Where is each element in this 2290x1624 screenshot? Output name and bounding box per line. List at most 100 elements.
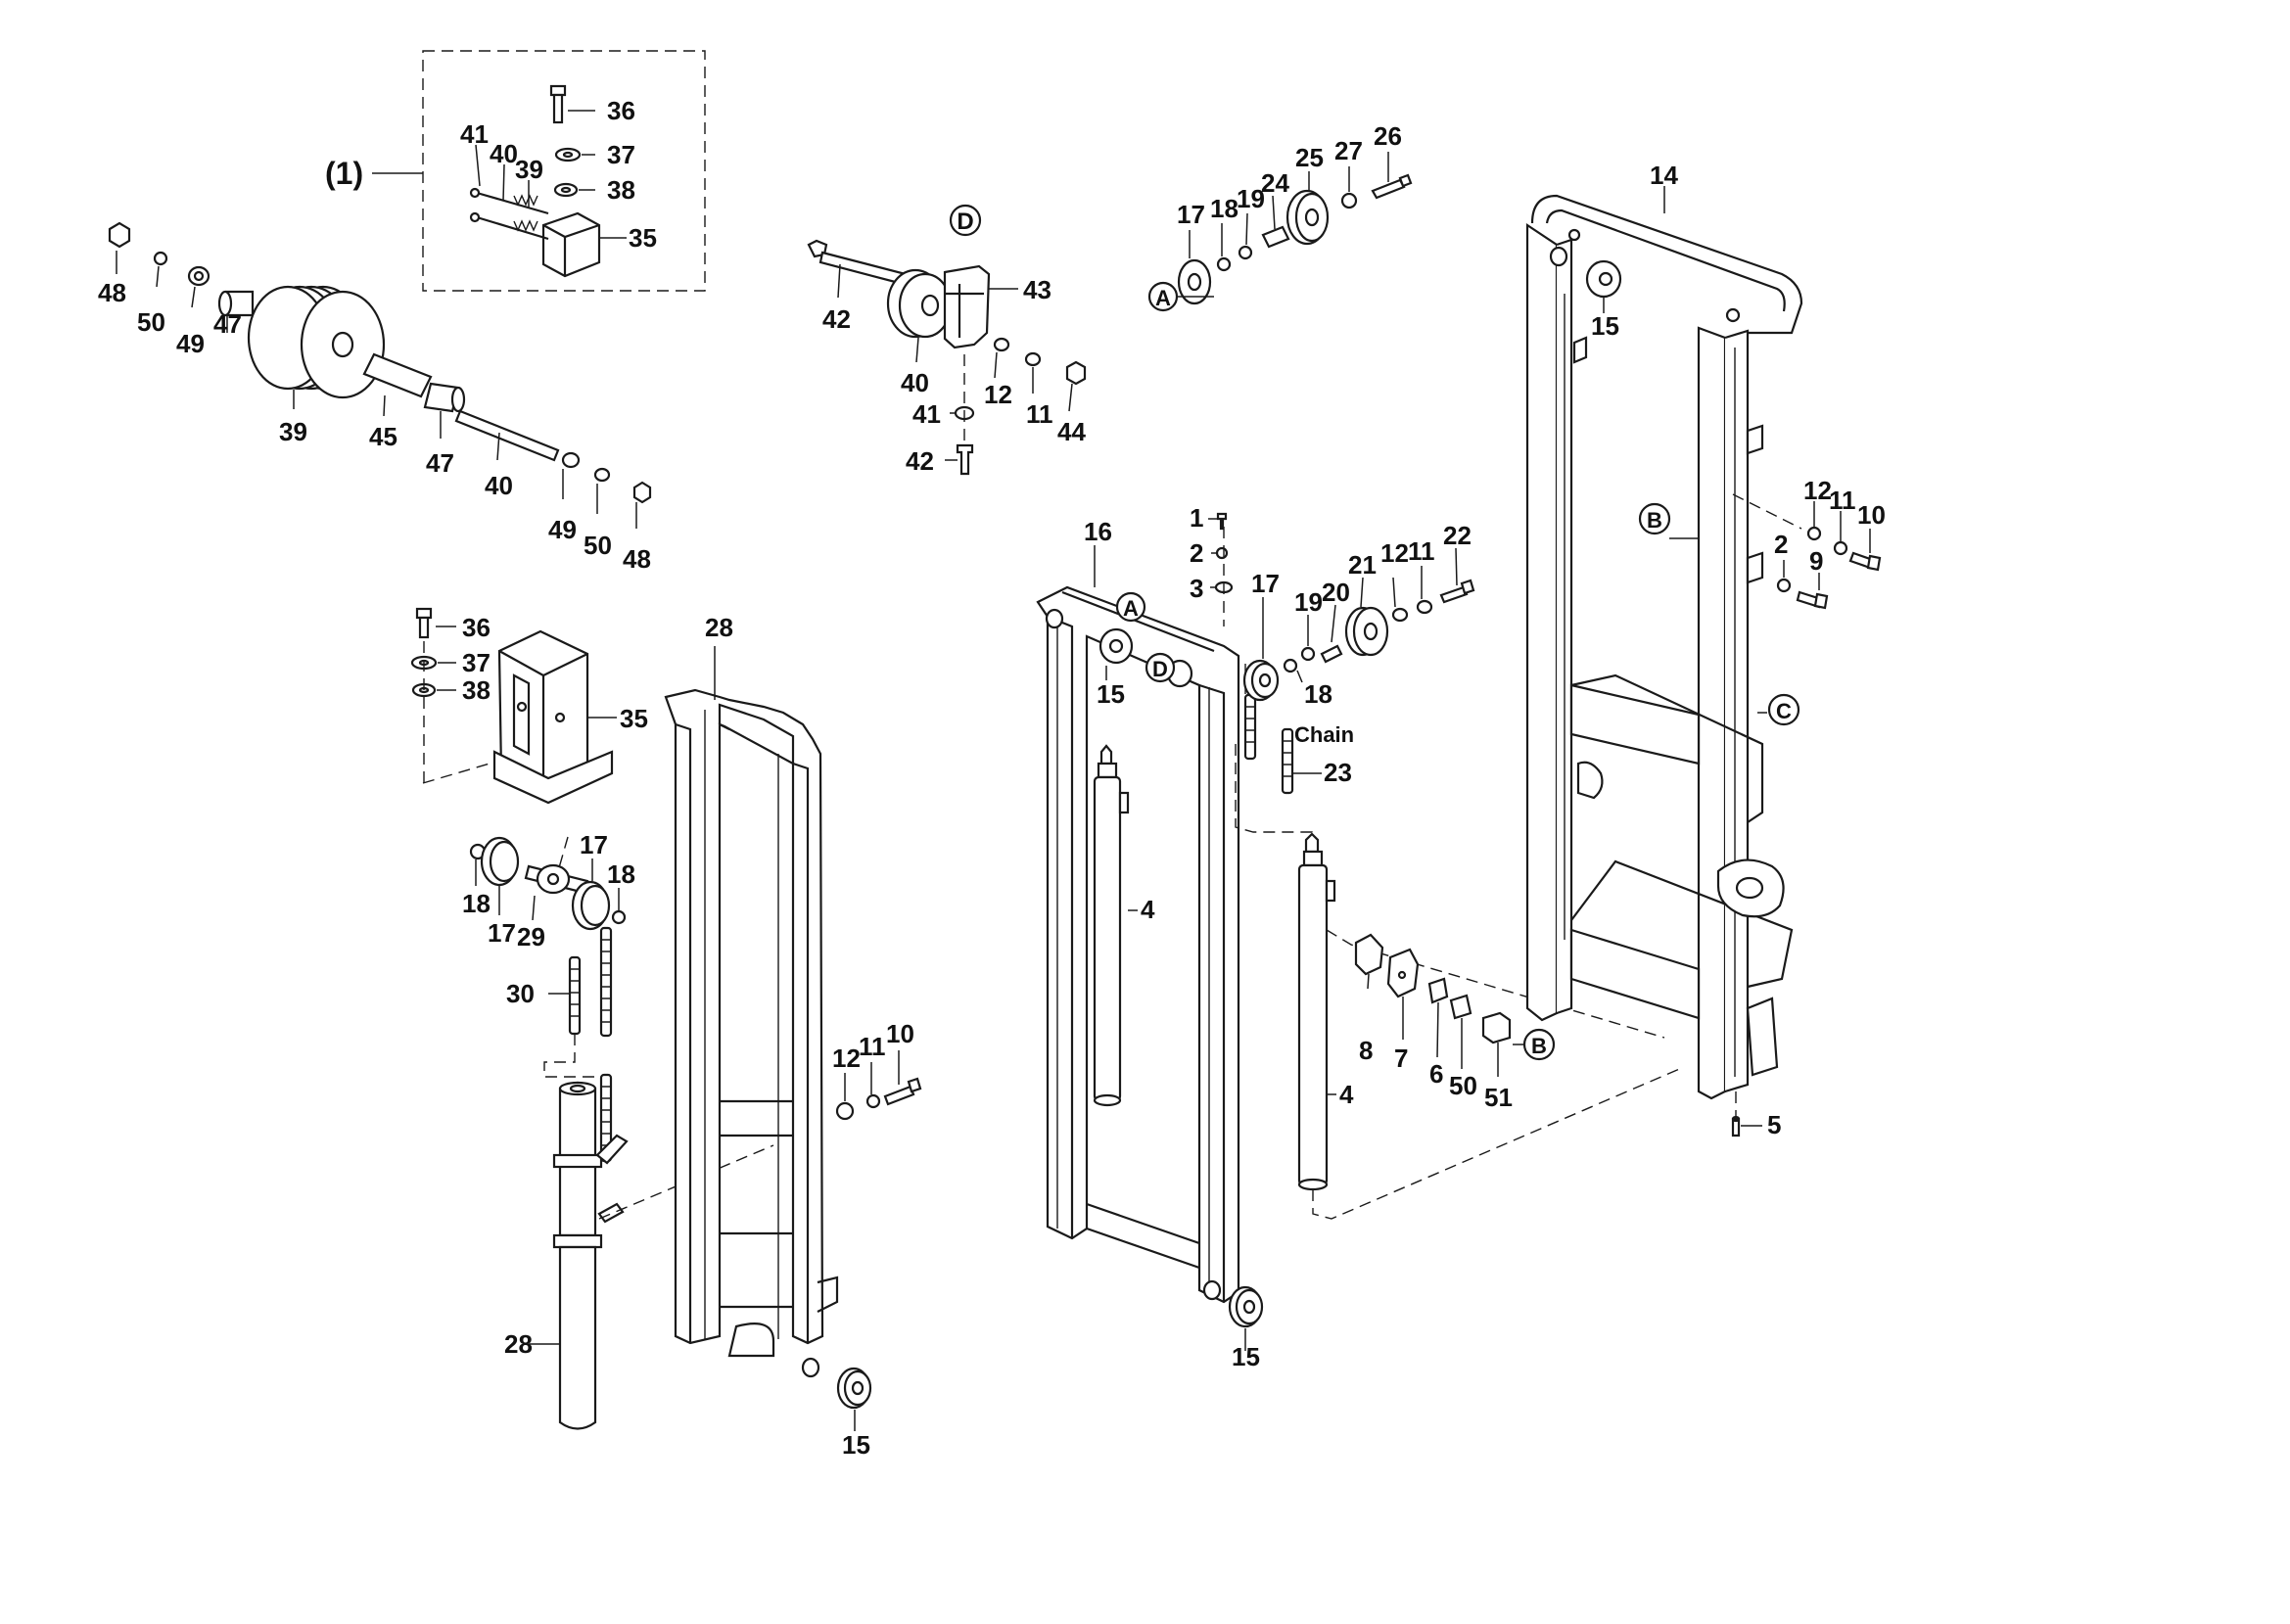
part-33-label: 36 <box>607 96 635 125</box>
part-37-label: 40 <box>490 139 518 168</box>
part-41-label: 42 <box>906 446 934 476</box>
part-36-label: 39 <box>515 155 543 184</box>
part-17-label: 17 <box>1177 200 1205 229</box>
part-10-label: 10 <box>886 1019 914 1048</box>
part-27-label: 27 <box>1334 136 1363 165</box>
part-3-label: 3 <box>1190 574 1203 603</box>
part-17-label-4: 17 <box>1251 569 1280 598</box>
callout-d-label-2: D <box>1152 657 1168 681</box>
part-48-label-2: 49 <box>548 515 577 544</box>
part-14-label: 14 <box>1650 161 1678 190</box>
part-19-label: 19 <box>1237 184 1265 213</box>
mast-hardware-small <box>1354 933 1524 1077</box>
labels: (1) A D A D B C B Chain 36 37 38 35 41 4… <box>98 96 1886 1460</box>
part-42-label: 42 <box>822 304 851 334</box>
part-12-label: 12 <box>984 380 1012 409</box>
kit-group-box <box>372 50 706 292</box>
part-26-label: 26 <box>1374 121 1402 151</box>
part-12-label-2: 12 <box>832 1044 861 1073</box>
part-1-label: 1 <box>1190 503 1203 533</box>
callout-a-label: A <box>1155 286 1171 310</box>
callout-d-label: D <box>957 209 973 235</box>
part-37-shaft-label: 40 <box>485 471 513 500</box>
part-17-label-3: 17 <box>580 830 608 859</box>
part-8-label: 8 <box>1359 1036 1373 1065</box>
callout-circles <box>949 204 1800 1061</box>
part-4-label: 4 <box>1141 895 1155 924</box>
part-11-label: 11 <box>1026 399 1053 429</box>
sheave-row-detail-a <box>1177 152 1413 305</box>
sheave-assembly <box>108 221 652 529</box>
callout-b-label-2: B <box>1531 1034 1547 1058</box>
part-17-label-2: 17 <box>488 918 516 948</box>
part-36-sheave-label: 39 <box>279 417 307 446</box>
part-31-label: 30 <box>506 979 535 1008</box>
part-34-label-2: 37 <box>462 648 491 677</box>
part-15-label-4: 15 <box>1591 311 1619 341</box>
part-18-label: 18 <box>1210 194 1238 223</box>
part-40-label: 41 <box>912 399 941 429</box>
part-10-label-2: 10 <box>1857 500 1886 530</box>
part-2-label: 2 <box>1190 538 1203 568</box>
part-11-label-4: 11 <box>1829 486 1856 515</box>
part-32-label-2: 35 <box>620 704 648 733</box>
part-18-label-4: 18 <box>1304 679 1332 709</box>
part-38-label: 41 <box>460 119 489 149</box>
sheave-bracket-detail-d <box>807 239 1087 476</box>
part-50-label: 50 <box>1449 1071 1477 1100</box>
part-48-label: 49 <box>176 329 205 358</box>
part-7-label: 7 <box>1394 1044 1408 1073</box>
part-12-label-4: 12 <box>1803 476 1832 505</box>
part-34-label: 37 <box>607 140 635 169</box>
part-47-label: 47 <box>213 309 242 339</box>
part-15-label-2: 15 <box>1097 679 1125 709</box>
callout-b-label: B <box>1647 508 1662 533</box>
callout-c-label: C <box>1776 699 1792 723</box>
part-18-label-3: 18 <box>607 859 635 889</box>
part-49-label: 50 <box>137 307 165 337</box>
part-6-label: 6 <box>1429 1059 1443 1089</box>
part-23-label: 23 <box>1324 758 1352 787</box>
part-28-label: 28 <box>705 613 733 642</box>
part-33-label-2: 36 <box>462 613 491 642</box>
part-20-label: 20 <box>1322 578 1350 607</box>
callout-a-label-2: A <box>1123 596 1139 621</box>
part-11-label-3: 11 <box>1408 536 1435 566</box>
part-39-label: 40 <box>901 368 929 397</box>
part-4-label-2: 4 <box>1339 1080 1354 1109</box>
part-46-label: 48 <box>98 278 126 307</box>
part-45-label: 45 <box>369 422 397 451</box>
part-32-label: 35 <box>629 223 657 253</box>
part-24-label: 24 <box>1261 168 1289 198</box>
part-15-label: 15 <box>842 1430 870 1460</box>
part-11-label-2: 11 <box>859 1032 886 1061</box>
part-49-label-2: 50 <box>584 531 612 560</box>
inner-mast <box>664 646 922 1431</box>
part-19-label-2: 19 <box>1294 587 1323 617</box>
part-25-label: 25 <box>1295 143 1324 172</box>
part-16-label: 16 <box>1084 517 1112 546</box>
part-44-label: 44 <box>1057 417 1086 446</box>
chain-label: Chain <box>1294 722 1354 747</box>
part-30-label: 29 <box>517 922 545 951</box>
part-47-label-2: 47 <box>426 448 454 478</box>
part-29-label: 28 <box>504 1329 533 1359</box>
outer-mast <box>1525 186 1882 1137</box>
part-2-label-2: 2 <box>1774 530 1788 559</box>
part-18-label-2: 18 <box>462 889 491 918</box>
part-5-label: 5 <box>1767 1110 1781 1139</box>
part-21-label: 21 <box>1348 550 1377 580</box>
part-46-label-2: 48 <box>623 544 651 574</box>
part-15-label-3: 15 <box>1232 1342 1260 1371</box>
group-label: (1) <box>325 156 363 191</box>
part-43-label: 43 <box>1023 275 1052 304</box>
middle-mast <box>1036 512 1475 1351</box>
cylinder-bracket-assembly <box>410 607 774 1430</box>
part-12-label-3: 12 <box>1380 538 1409 568</box>
part-22-label: 22 <box>1443 521 1472 550</box>
part-35-label-2: 38 <box>462 675 491 705</box>
part-51-label: 51 <box>1484 1083 1513 1112</box>
part-9-label: 9 <box>1809 546 1823 576</box>
